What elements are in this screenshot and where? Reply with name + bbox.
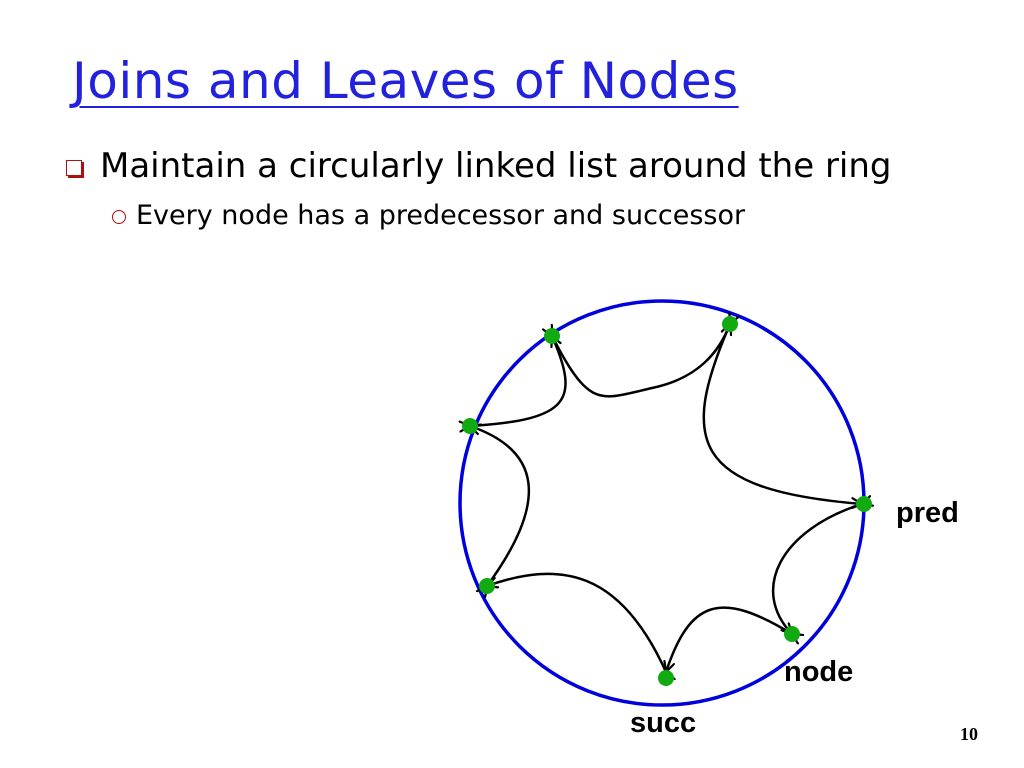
ring-node-pred — [856, 496, 872, 512]
ring-node-node — [784, 626, 800, 642]
bullet-level2: Every node has a predecessor and success… — [112, 200, 745, 231]
pred-label: pred — [896, 497, 959, 529]
link-pred-node — [772, 504, 862, 634]
slide-title: Joins and Leaves of Nodes — [72, 52, 739, 110]
link-succ-node6 — [487, 572, 666, 672]
link-node6-node7 — [470, 426, 531, 586]
square-bullet-icon — [66, 160, 82, 176]
node-label: node — [784, 656, 853, 688]
page-number: 10 — [960, 724, 978, 744]
circle-bullet-icon — [112, 210, 126, 224]
ring-node — [722, 316, 738, 332]
bullet-level2-text: Every node has a predecessor and success… — [136, 200, 746, 231]
ring-node — [544, 328, 560, 344]
link-node2-pred — [702, 324, 862, 504]
bullet-level1: Maintain a circularly linked list around… — [66, 146, 892, 186]
link-node7-node1 — [470, 336, 567, 426]
link-node1-node2 — [552, 324, 730, 398]
ring-node — [479, 578, 495, 594]
ring-node-succ — [658, 670, 674, 686]
link-node-succ — [666, 606, 792, 672]
succ-label: succ — [630, 707, 696, 739]
ring-circle — [458, 299, 866, 707]
ring-node — [462, 418, 478, 434]
bullet-level1-text: Maintain a circularly linked list around… — [100, 146, 892, 186]
